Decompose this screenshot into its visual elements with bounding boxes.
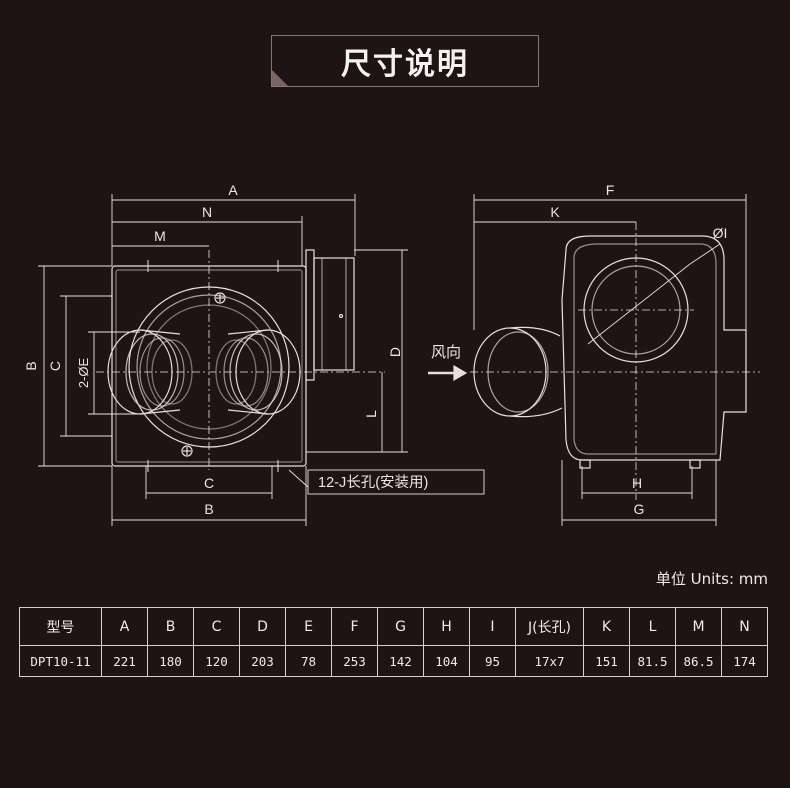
dim-label-m: M <box>154 228 166 244</box>
header-cell: L <box>629 607 676 646</box>
table-cell: 95 <box>469 645 516 677</box>
dim-label-f: F <box>606 182 615 198</box>
side-view <box>428 194 760 526</box>
dim-label-i: ØI <box>713 225 728 241</box>
table-cell: 180 <box>147 645 194 677</box>
table-cell: 221 <box>101 645 148 677</box>
dim-label-g: G <box>634 501 645 517</box>
table-cell: 81.5 <box>629 645 676 677</box>
screw-icons <box>181 292 226 457</box>
page-title: 尺寸说明 <box>341 47 469 82</box>
header-cell: M <box>675 607 722 646</box>
centerlines <box>96 250 385 470</box>
header-cell: B <box>147 607 194 646</box>
dim-label-n: N <box>202 204 212 220</box>
title-corner-decoration <box>272 70 288 86</box>
dimension-drawing: A N M B C 2-ØE D L C B 12-J长孔(安装用) F K Ø… <box>23 182 760 526</box>
table-cell: 78 <box>285 645 332 677</box>
side-dimension-lines <box>473 194 747 526</box>
dim-label-k: K <box>550 204 560 220</box>
dim-label-h: H <box>632 475 642 491</box>
table-cell: 17x7 <box>515 645 584 677</box>
dim-label-b-bottom: B <box>204 501 213 517</box>
fan-housing <box>561 235 747 461</box>
header-cell: D <box>239 607 286 646</box>
header-cell: K <box>583 607 630 646</box>
dim-label-e: 2-ØE <box>76 358 91 389</box>
table-cell: DPT10-11 <box>19 645 102 677</box>
front-view <box>38 194 485 526</box>
dim-label-a: A <box>228 182 238 198</box>
header-cell: I <box>469 607 516 646</box>
table-cell: 142 <box>377 645 424 677</box>
front-dimension-lines <box>38 194 408 526</box>
spec-table: 型号 A B C D E F G H I J(长孔) K L M N DPT10… <box>19 607 768 677</box>
airflow-label: 风向 <box>431 344 461 361</box>
header-cell: C <box>193 607 240 646</box>
slot-note: 12-J长孔(安装用) <box>318 474 428 491</box>
housing-feet <box>579 459 701 469</box>
inlet-collar <box>305 249 355 381</box>
dim-label-d: D <box>387 347 403 357</box>
table-row: DPT10-11 221 180 120 203 78 253 142 104 … <box>19 645 768 677</box>
dim-label-c-bottom: C <box>204 475 214 491</box>
header-cell: E <box>285 607 332 646</box>
dim-label-b-vertical: B <box>23 361 39 370</box>
unit-label: 单位 Units: mm <box>655 570 768 588</box>
table-cell: 203 <box>239 645 286 677</box>
header-cell: H <box>423 607 470 646</box>
table-cell: 253 <box>331 645 378 677</box>
table-cell: 120 <box>193 645 240 677</box>
slot-note-box <box>307 469 485 495</box>
table-cell: 104 <box>423 645 470 677</box>
header-cell: N <box>721 607 768 646</box>
header-cell: G <box>377 607 424 646</box>
mounting-slots <box>147 260 279 472</box>
dim-label-c-vertical: C <box>47 361 63 371</box>
table-header-row: 型号 A B C D E F G H I J(长孔) K L M N <box>19 607 768 646</box>
table-cell: 151 <box>583 645 630 677</box>
fan-housing-inner <box>573 243 717 455</box>
header-cell: 型号 <box>19 607 102 646</box>
header-cell: F <box>331 607 378 646</box>
title-box: 尺寸说明 <box>271 35 539 87</box>
dim-label-l: L <box>363 410 379 418</box>
header-cell: J(长孔) <box>515 607 584 646</box>
table-cell: 174 <box>721 645 768 677</box>
airflow-arrow-icon <box>428 364 468 382</box>
side-centerlines <box>470 222 760 500</box>
table-cell: 86.5 <box>675 645 722 677</box>
header-cell: A <box>101 607 148 646</box>
